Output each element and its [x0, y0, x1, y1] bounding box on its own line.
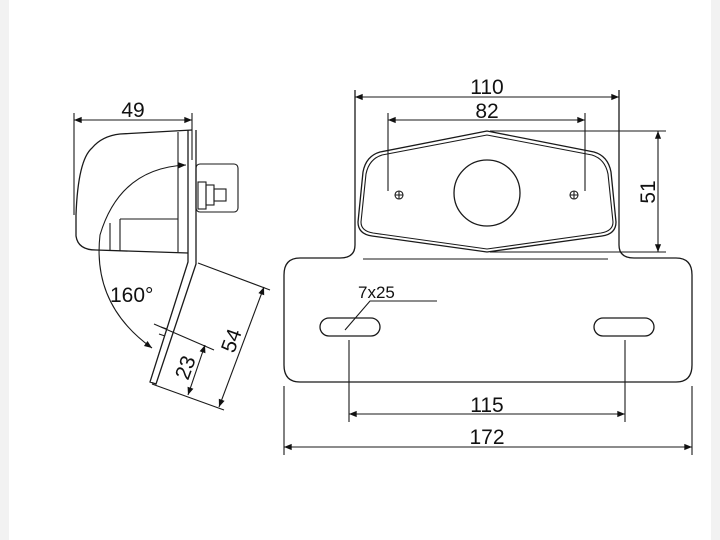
dim-82-label: 82	[475, 100, 498, 123]
lamp-body-side	[75, 129, 193, 254]
dim-23: 23	[153, 323, 215, 396]
dim-82: 82	[387, 100, 586, 191]
left-margin	[0, 0, 9, 540]
connector-side	[195, 163, 239, 213]
slot-size-label: 7x25	[358, 283, 395, 302]
screw-right-icon	[569, 190, 579, 200]
dim-23-label: 23	[171, 353, 201, 383]
slot-right	[593, 317, 655, 337]
dim-110: 110	[355, 76, 620, 101]
dim-51: 51	[490, 130, 666, 253]
angle-label: 160°	[110, 284, 153, 307]
dim-160-angle: 160°	[98, 162, 187, 349]
lamp-front	[357, 130, 617, 253]
dim-115-label: 115	[470, 394, 503, 417]
lens-circle	[453, 159, 521, 227]
dim-51-label: 51	[637, 180, 660, 203]
screw-left-icon	[394, 190, 404, 200]
dim-54: 54	[151, 262, 271, 411]
dim-172-label: 172	[469, 426, 504, 449]
dim-49-label: 49	[121, 99, 144, 122]
front-view: 110 82 51 7x25 115	[283, 76, 693, 455]
slot-left	[319, 317, 381, 337]
dim-110-label: 110	[470, 76, 503, 99]
dim-54-label: 54	[217, 326, 247, 356]
right-margin	[711, 0, 720, 540]
dim-172: 172	[283, 386, 693, 455]
bracket-plate	[283, 90, 693, 383]
slot-callout: 7x25	[344, 283, 437, 331]
dim-49: 49	[73, 99, 193, 215]
bracket-side	[149, 130, 197, 385]
dim-115: 115	[348, 340, 626, 422]
side-view: 49 160° 54 23	[73, 99, 271, 411]
